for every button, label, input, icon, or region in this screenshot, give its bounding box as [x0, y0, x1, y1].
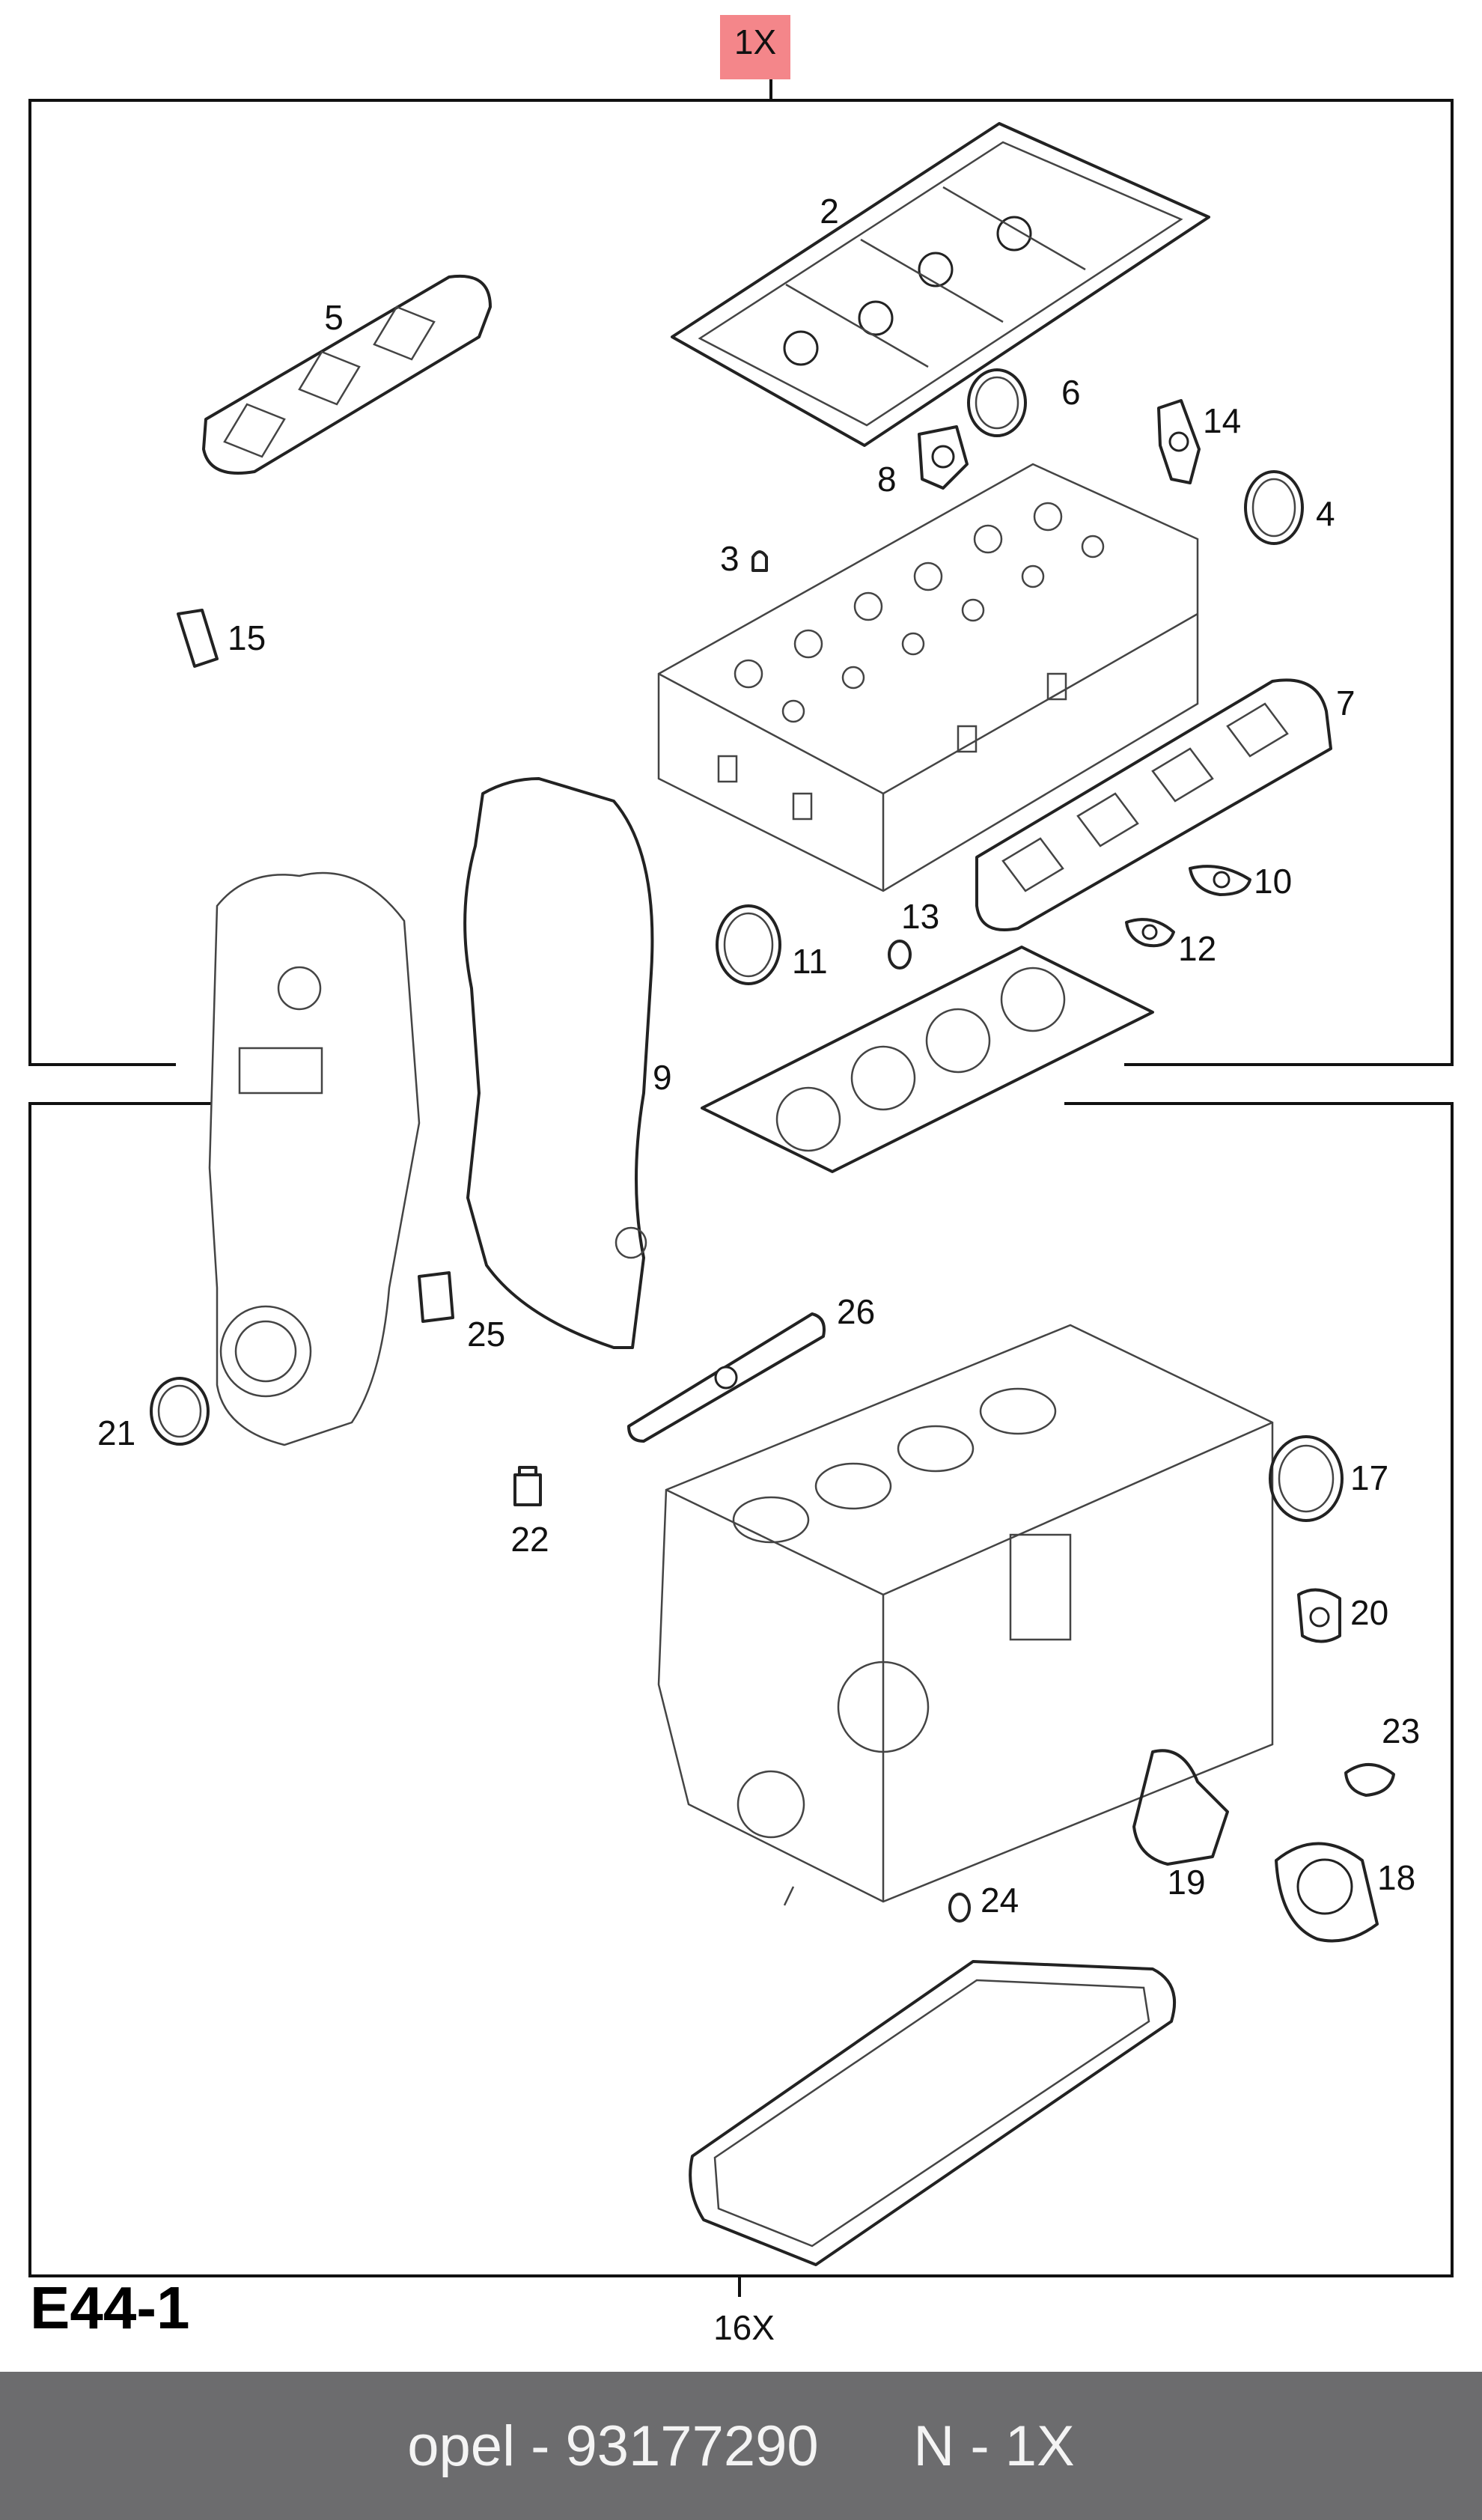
oil-pan-gasket: [689, 1960, 1177, 2266]
valve-cover-gasket: [671, 122, 1210, 447]
callout-7: 7: [1336, 684, 1356, 722]
oil-pump-gasket-19: [1132, 1749, 1229, 1866]
top-quantity: 1X: [734, 22, 776, 61]
callout-22: 22: [510, 1520, 549, 1559]
quantity-badge: [720, 15, 790, 79]
upper-frame: [28, 99, 1454, 1066]
callout-18: 18: [1377, 1858, 1415, 1897]
footer-part-number: 93177290: [565, 2414, 819, 2478]
intake-manifold-gasket: [202, 274, 492, 475]
bottom-quantity: 16X: [713, 2308, 775, 2347]
crank-seal-21: [150, 1377, 210, 1446]
callout-11: 11: [792, 942, 828, 981]
o-ring-24: [948, 1893, 971, 1923]
timing-cover-gasket: [463, 777, 654, 1349]
square-gasket-25: [418, 1271, 454, 1323]
gasket-20: [1297, 1588, 1341, 1643]
callout-24: 24: [981, 1881, 1019, 1920]
footer-brand: opel: [407, 2414, 515, 2478]
callout-14: 14: [1203, 401, 1241, 440]
square-seal-15: [177, 609, 219, 668]
head-gasket: [701, 946, 1154, 1173]
callout-6: 6: [1061, 373, 1081, 412]
strip-gasket-26: [627, 1312, 826, 1443]
callout-17: 17: [1350, 1458, 1388, 1497]
plug-3: [751, 550, 768, 572]
callout-13: 13: [901, 897, 939, 936]
callout-5: 5: [324, 298, 344, 337]
egr-gasket-14: [1157, 399, 1201, 484]
engine-block: [657, 1324, 1274, 1903]
flange-23: [1344, 1763, 1395, 1797]
callout-8: 8: [877, 460, 897, 499]
callout-19: 19: [1167, 1863, 1205, 1902]
callout-15: 15: [228, 618, 266, 657]
footer-bar: opel - 93177290 N - 1X: [0, 2372, 1482, 2520]
diagram-code: E44-1: [30, 2274, 189, 2341]
footer-separator: -: [514, 2414, 566, 2478]
front-cover: [208, 871, 421, 1446]
callout-3: 3: [720, 539, 740, 578]
callout-2: 2: [820, 192, 839, 231]
seal-ring-11: [716, 904, 781, 985]
flange-gasket-8: [918, 425, 969, 490]
callout-12: 12: [1178, 929, 1216, 968]
callout-25: 25: [467, 1315, 505, 1354]
seal-ring-6: [967, 368, 1027, 437]
footer-suffix: N - 1X: [913, 2414, 1075, 2478]
o-ring-13: [888, 940, 912, 970]
callout-4: 4: [1316, 494, 1335, 533]
callout-26: 26: [837, 1292, 875, 1331]
gasket-10: [1189, 865, 1251, 896]
flange-gasket-18: [1275, 1842, 1379, 1943]
callout-20: 20: [1350, 1593, 1388, 1632]
gasket-12: [1125, 918, 1175, 948]
callout-10: 10: [1254, 862, 1292, 901]
exhaust-manifold-gasket: [975, 678, 1332, 931]
rear-crank-seal-17: [1269, 1435, 1344, 1522]
plug-22: [513, 1466, 542, 1506]
cylinder-head: [657, 463, 1199, 892]
callout-9: 9: [653, 1058, 672, 1097]
callout-23: 23: [1382, 1711, 1420, 1750]
footer-gap: [819, 2414, 914, 2479]
callout-21: 21: [97, 1413, 135, 1452]
seal-ring-4: [1244, 470, 1304, 545]
